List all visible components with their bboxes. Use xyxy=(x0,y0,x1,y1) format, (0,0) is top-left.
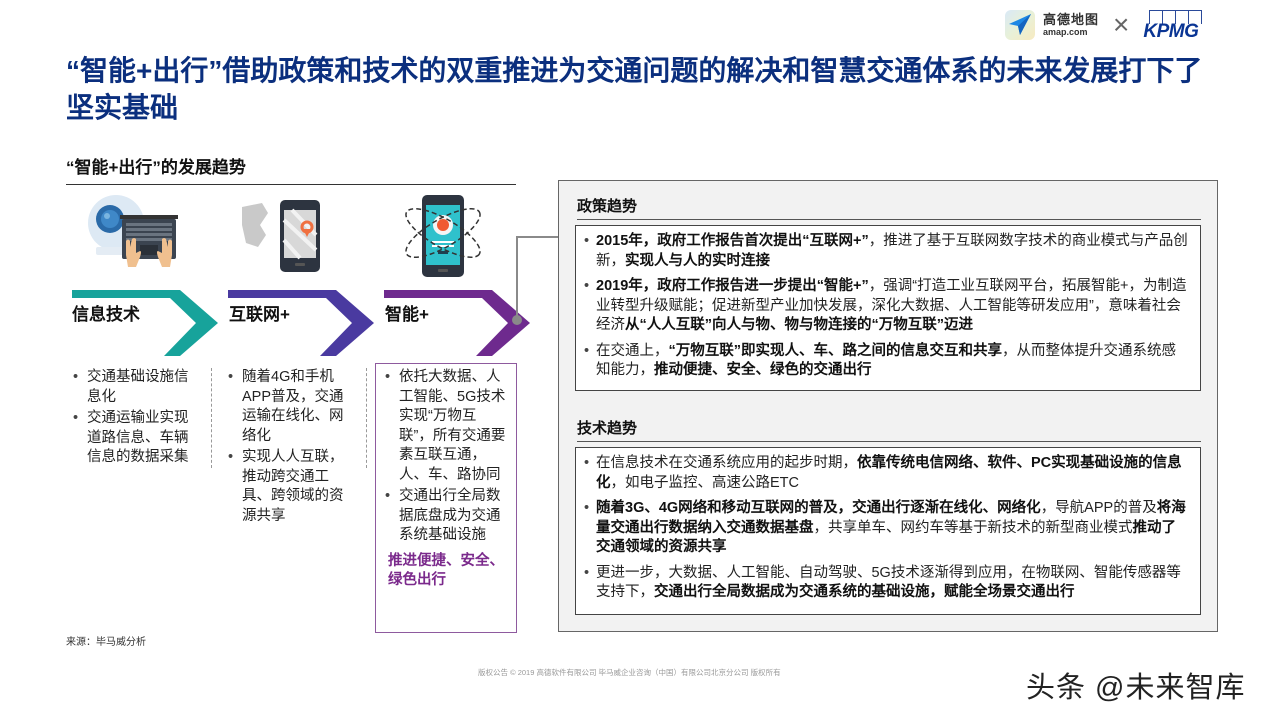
trend-bullet-item: 随着3G、4G网络和移动互联网的普及，交通出行逐渐在线化、网络化，导航APP的普… xyxy=(580,499,1190,558)
copyright-notice: 版权公告 © 2019 高德软件有限公司 毕马威企业咨询（中国）有限公司北京分公… xyxy=(478,668,781,677)
bullet-item: 交通运输业实现道路信息、车辆信息的数据采集 xyxy=(70,409,192,468)
bullet-item: 随着4G和手机APP普及，交通运输在线化、网络化 xyxy=(225,368,353,446)
trend-bullet-item: 2015年，政府工作报告首次提出“互联网+”，推进了基于互联网数字技术的商业模式… xyxy=(580,232,1190,271)
bullet-item: 依托大数据、人工智能、5G技术实现“万物互联”，所有交通要素互联互通，人、车、路… xyxy=(382,368,510,485)
stage-label-internet-plus: 互联网+ xyxy=(229,305,290,324)
smartphone-map-icon xyxy=(240,195,340,280)
watermark: 头条 @未来智库 xyxy=(1026,672,1246,704)
smartphone-atom-icon xyxy=(400,195,500,280)
bullet-item: 实现人人互联，推动跨交通工具、跨领域的资源共享 xyxy=(225,448,353,526)
policy-trend-box: 2015年，政府工作报告首次提出“互联网+”，推进了基于互联网数字技术的商业模式… xyxy=(575,225,1201,391)
trend-bullet-item: 更进一步，大数据、人工智能、自动驾驶、5G技术逐渐得到应用，在物联网、智能传感器… xyxy=(580,564,1190,603)
source-note: 来源：毕马威分析 xyxy=(66,637,146,648)
stage-3-highlight: 推进便捷、安全、绿色出行 xyxy=(388,552,504,589)
amap-logo-icon xyxy=(1005,10,1035,40)
kpmg-boxes-icon xyxy=(1149,10,1203,24)
connector-line-vertical xyxy=(516,237,518,319)
header-logos: 高德地图 amap.com × KPMG xyxy=(1005,9,1205,42)
connector-line-horizontal xyxy=(516,236,560,238)
stage-3-box: 依托大数据、人工智能、5G技术实现“万物互联”，所有交通要素互联互通，人、车、路… xyxy=(375,363,517,633)
stage-2-bullets: 随着4G和手机APP普及，交通运输在线化、网络化 实现人人互联，推动跨交通工具、… xyxy=(225,368,353,528)
webcam-keyboard-icon xyxy=(80,195,180,280)
stage-label-info-tech: 信息技术 xyxy=(72,305,140,324)
dashed-divider xyxy=(366,368,367,468)
policy-trend-title: 政策趋势 xyxy=(577,195,1201,220)
stage-1-bullets: 交通基础设施信息化 交通运输业实现道路信息、车辆信息的数据采集 xyxy=(70,368,192,470)
connector-dot xyxy=(512,315,522,325)
chevron-stage-2 xyxy=(228,290,374,356)
dashed-divider xyxy=(211,368,212,468)
trend-section-title: “智能+出行”的发展趋势 xyxy=(66,153,516,185)
trend-bullet-item: 在信息技术在交通系统应用的起步时期，依靠传统电信网络、软件、PC实现基础设施的信… xyxy=(580,454,1190,493)
page-title: “智能+出行”借助政策和技术的双重推进为交通问题的解决和智慧交通体系的未来发展打… xyxy=(66,55,1203,123)
stage-label-ai-plus: 智能+ xyxy=(385,305,429,324)
trend-bullet-item: 在交通上，“万物互联”即实现人、车、路之间的信息交互和共享，从而整体提升交通系统… xyxy=(580,342,1190,381)
chevron-stage-1 xyxy=(72,290,218,356)
amap-name-en: amap.com xyxy=(1043,27,1088,37)
bullet-item: 交通基础设施信息化 xyxy=(70,368,192,407)
chevron-stage-3 xyxy=(384,290,530,356)
logo-separator: × xyxy=(1113,9,1130,40)
amap-name-cn: 高德地图 xyxy=(1043,12,1100,27)
bullet-item: 交通出行全局数据底盘成为交通系统基础设施 xyxy=(382,487,510,546)
kpmg-logo: KPMG xyxy=(1143,10,1205,42)
kpmg-logo-text: KPMG xyxy=(1143,21,1199,42)
tech-trend-box: 在信息技术在交通系统应用的起步时期，依靠传统电信网络、软件、PC实现基础设施的信… xyxy=(575,447,1201,615)
tech-list: 在信息技术在交通系统应用的起步时期，依靠传统电信网络、软件、PC实现基础设施的信… xyxy=(580,454,1190,603)
trend-bullet-item: 2019年，政府工作报告进一步提出“智能+”，强调“打造工业互联网平台，拓展智能… xyxy=(580,277,1190,336)
amap-logo-text: 高德地图 amap.com xyxy=(1043,13,1099,37)
stage-3-bullets: 依托大数据、人工智能、5G技术实现“万物互联”，所有交通要素互联互通，人、车、路… xyxy=(382,368,510,546)
tech-trend-title: 技术趋势 xyxy=(577,417,1201,442)
trends-panel: 政策趋势 2015年，政府工作报告首次提出“互联网+”，推进了基于互联网数字技术… xyxy=(558,180,1218,632)
policy-list: 2015年，政府工作报告首次提出“互联网+”，推进了基于互联网数字技术的商业模式… xyxy=(580,232,1190,381)
